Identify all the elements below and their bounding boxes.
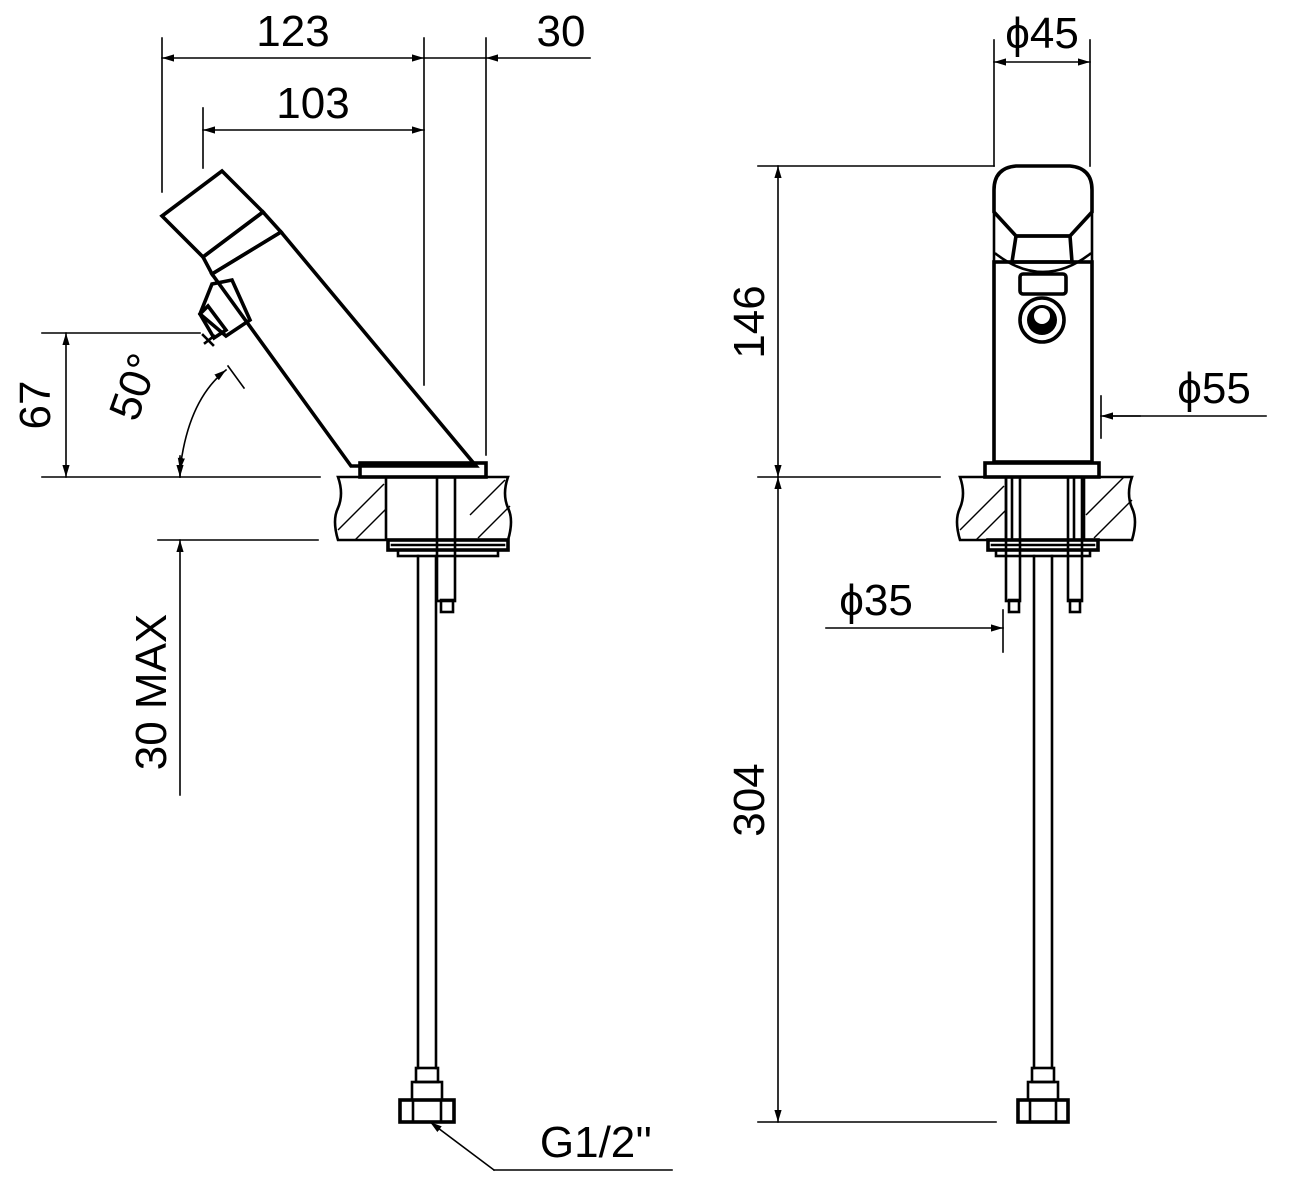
mounting-studs-front [986, 475, 1100, 614]
dim-height: 146 [725, 165, 782, 478]
dim-base-offset: 30 [423, 7, 591, 62]
mounting-parts-side [386, 475, 510, 614]
dim-head-diameter: ϕ45 [993, 9, 1091, 66]
tap-body-front [992, 164, 1094, 464]
dim-head-diameter-label: ϕ45 [1005, 9, 1079, 58]
dim-deck-thickness-label: 30 MAX [127, 614, 176, 771]
dim-angle: 50° [100, 347, 246, 478]
front-extension-lines [757, 39, 1102, 1123]
dim-hole-diameter-label: ϕ35 [839, 576, 913, 625]
dim-base-diameter-label: ϕ55 [1177, 364, 1251, 413]
base-flange-side [358, 461, 488, 479]
dim-spout-reach-label: 103 [276, 79, 349, 128]
base-flange-front [983, 461, 1101, 479]
deck-section-side [333, 475, 513, 542]
front-view: ϕ45 146 304 ϕ55 ϕ35 [725, 9, 1267, 1124]
dim-height-label: 146 [725, 285, 774, 358]
flexible-hose-front [1016, 554, 1070, 1124]
dim-base-offset-label: 30 [537, 7, 586, 56]
dim-total-width-label: 123 [256, 7, 329, 56]
dim-height-above-deck-label: 67 [11, 381, 60, 430]
connection-leader: G1/2'' [428, 1118, 673, 1172]
deck-section-front [955, 475, 1137, 542]
dim-hose-length: 304 [725, 476, 782, 1123]
dim-deck-thickness: 30 MAX [127, 457, 184, 796]
dim-total-width: 123 [161, 7, 425, 62]
dim-angle-label: 50° [100, 347, 169, 426]
dim-base-diameter: ϕ55 [1100, 364, 1267, 420]
side-view: 123 30 103 67 50° 30 MAX [11, 7, 673, 1172]
flexible-hose-side [398, 554, 456, 1124]
dim-height-above-deck: 67 [11, 332, 70, 478]
dim-hose-length-label: 304 [725, 763, 774, 836]
connection-label: G1/2'' [540, 1118, 652, 1167]
tap-body-side [159, 168, 480, 468]
dim-spout-reach: 103 [202, 79, 425, 134]
dim-hole-diameter: ϕ35 [825, 576, 1004, 632]
